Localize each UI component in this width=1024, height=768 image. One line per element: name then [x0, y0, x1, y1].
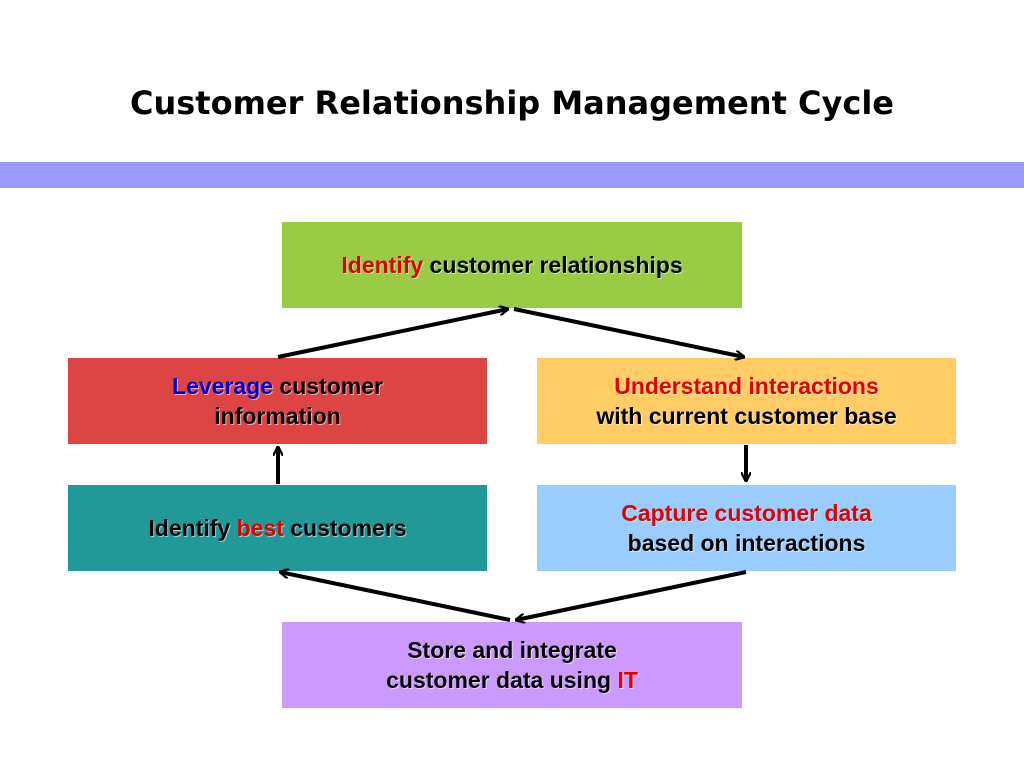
box-understand-interactions: Understand interactions with current cus…: [537, 358, 956, 444]
arrow-leverage-to-identify: [277, 309, 508, 359]
highlight-identify: Identify: [341, 252, 424, 278]
arrow-capture-to-store: [516, 570, 747, 620]
box-store-integrate-data: Store and integrate customer data using …: [282, 622, 742, 708]
leverage-line2: information: [214, 403, 341, 429]
box-leverage-information: Leverage customer information: [68, 358, 487, 444]
leverage-rest: customer: [273, 373, 383, 399]
title-divider-band: [0, 162, 1024, 188]
leverage-line1: Leverage customer: [172, 371, 383, 401]
highlight-it: IT: [617, 667, 638, 693]
arrow-identify-to-understand: [513, 307, 744, 357]
highlight-capture: Capture customer data: [621, 500, 872, 526]
store-line1: Store and integrate: [407, 637, 617, 663]
arrow-store-to-best: [280, 572, 511, 622]
store-line2: customer data using IT: [386, 665, 638, 695]
box-identify-text: Identify customer relationships: [341, 250, 682, 280]
box-identify-relationships: Identify customer relationships: [282, 222, 742, 308]
highlight-leverage: Leverage: [172, 373, 274, 399]
store-pre: customer data using: [386, 667, 618, 693]
highlight-best: best: [236, 515, 284, 541]
capture-line2: based on interactions: [627, 530, 866, 556]
identify-rest: customer relationships: [423, 252, 683, 278]
best-post: customers: [283, 515, 407, 541]
page-title: Customer Relationship Management Cycle: [129, 84, 894, 122]
highlight-understand: Understand interactions: [614, 373, 879, 399]
box-capture-customer-data: Capture customer data based on interacti…: [537, 485, 956, 571]
understand-line2: with current customer base: [596, 403, 897, 429]
best-pre: Identify: [148, 515, 237, 541]
best-text: Identify best customers: [148, 513, 406, 543]
box-identify-best-customers: Identify best customers: [68, 485, 487, 571]
